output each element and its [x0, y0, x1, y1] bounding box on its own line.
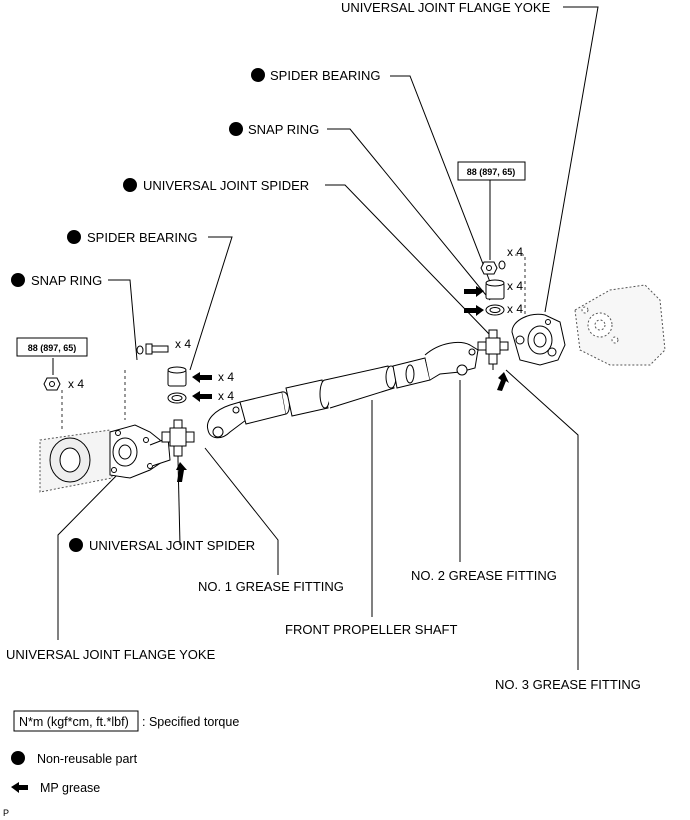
- left-spider-bearing: [167, 366, 187, 387]
- qty-left-bolt: x 4: [175, 337, 191, 351]
- legend-nonreusable-text: Non-reusable part: [37, 752, 138, 766]
- qty-left-bearing: x 4: [218, 370, 234, 384]
- legend-torque-box-text: N*m (kgf*cm, ft.*lbf): [19, 715, 129, 729]
- right-spider: [477, 329, 509, 370]
- label-no1-grease-fitting: NO. 1 GREASE FITTING: [198, 579, 344, 594]
- label-spider-bearing-left: SPIDER BEARING: [87, 230, 198, 245]
- legend-torque-desc: : Specified torque: [142, 715, 239, 729]
- left-housing: [39, 429, 113, 493]
- legend-grease-arrow-icon: [11, 782, 28, 793]
- arrow-right-bearing: [464, 286, 484, 297]
- qty-right-nut: x 4: [507, 245, 523, 259]
- arrow-left-snap: [192, 391, 212, 402]
- arrow-right-snap: [464, 305, 484, 316]
- legend-torque-box: [13, 710, 139, 732]
- label-no3-grease-fitting: NO. 3 GREASE FITTING: [495, 677, 641, 692]
- arrow-no3-fitting: [497, 372, 509, 391]
- left-nut: [43, 377, 61, 391]
- propeller-shaft: [206, 342, 479, 439]
- label-uj-spider-right: UNIVERSAL JOINT SPIDER: [143, 178, 309, 193]
- left-bolt: [136, 343, 169, 355]
- left-flange-yoke: [109, 424, 171, 479]
- label-snap-ring-left: SNAP RING: [31, 273, 102, 288]
- leader-lines: [52, 6, 599, 670]
- label-snap-ring-right: SNAP RING: [248, 122, 319, 137]
- torque-box-left: 88 (897, 65): [16, 337, 88, 357]
- label-uj-flange-yoke-top: UNIVERSAL JOINT FLANGE YOKE: [341, 0, 551, 15]
- left-snap-ring: [167, 392, 187, 404]
- legend-grease-text: MP grease: [40, 781, 100, 795]
- grease-arrows: [176, 286, 509, 482]
- right-spider-bearing: [485, 279, 505, 300]
- right-housing: [574, 284, 666, 366]
- guide-lines: [61, 254, 526, 430]
- torque-right-text: 88 (897, 65): [467, 167, 516, 177]
- footer-code: P: [3, 808, 9, 818]
- qty-left-snap: x 4: [218, 389, 234, 403]
- left-spider: [161, 419, 195, 462]
- right-flange-yoke: [511, 313, 566, 366]
- label-uj-spider-left: UNIVERSAL JOINT SPIDER: [89, 538, 255, 553]
- torque-left-text: 88 (897, 65): [28, 343, 77, 353]
- legend: N*m (kgf*cm, ft.*lbf) : Specified torque…: [11, 710, 239, 795]
- right-nut: [480, 260, 506, 275]
- torque-box-right: 88 (897, 65): [457, 161, 526, 181]
- arrow-left-bearing: [192, 372, 212, 383]
- qty-right-bearing: x 4: [507, 279, 523, 293]
- right-snap-ring: [485, 304, 505, 316]
- label-front-propeller-shaft: FRONT PROPELLER SHAFT: [285, 622, 457, 637]
- label-no2-grease-fitting: NO. 2 GREASE FITTING: [411, 568, 557, 583]
- qty-right-snap: x 4: [507, 302, 523, 316]
- label-spider-bearing-right: SPIDER BEARING: [270, 68, 381, 83]
- qty-left-nut: x 4: [68, 377, 84, 391]
- arrow-no1-fitting: [176, 462, 187, 482]
- label-uj-flange-yoke-bottom: UNIVERSAL JOINT FLANGE YOKE: [6, 647, 216, 662]
- nonreusable-bullets: [11, 68, 265, 765]
